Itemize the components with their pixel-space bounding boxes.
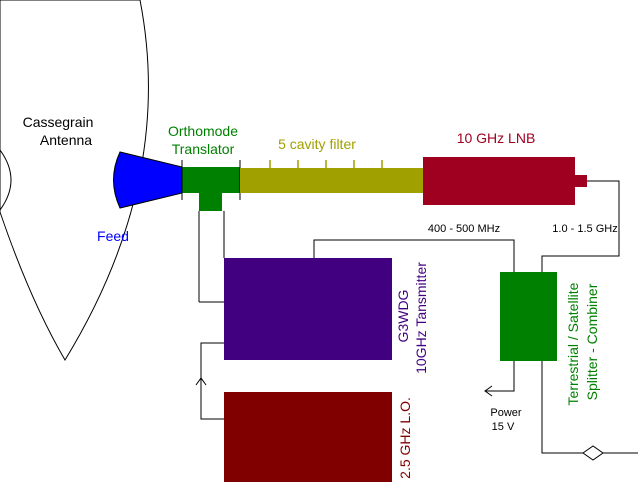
antenna-dish [0, 0, 149, 361]
cavity-filter [240, 168, 423, 193]
combiner-block [500, 272, 557, 361]
filter-label: 5 cavity filter [278, 136, 356, 152]
antenna-label-line2: Antenna [40, 132, 92, 148]
power-label-line2: 15 V [492, 421, 515, 433]
transmitter-label-line1: G3WDG [395, 290, 411, 343]
if-line [313, 239, 515, 272]
omt-label-line2: Translator [172, 141, 235, 157]
output-connector [582, 445, 604, 461]
combiner-label-line1: Terrestrial / Satellite [565, 282, 581, 405]
power-label-line1: Power [490, 407, 522, 419]
lnb-output-line [541, 180, 620, 272]
lnb-connector [575, 175, 587, 187]
power-line [485, 361, 515, 392]
lnb-block [423, 157, 575, 205]
if-band-label: 400 - 500 MHz [428, 223, 500, 235]
omt-label-line1: Orthomode [168, 123, 238, 139]
antenna-subreflector [0, 149, 12, 211]
combiner-output-line [541, 361, 638, 454]
sat-band-label: 1.0 - 1.5 GHz [552, 223, 617, 235]
orthomode-translator-port [199, 193, 222, 211]
lnb-label: 10 GHz LNB [457, 130, 536, 146]
lo-label: 2.5 GHz L.O. [397, 397, 413, 479]
combiner-label-line2: Splitter - Combiner [584, 283, 600, 400]
feed-horn [113, 151, 183, 209]
transmitter-label-line2: 10GHz Tansmitter [413, 262, 429, 374]
lo-line [200, 342, 224, 420]
feed-label: Feed [97, 228, 129, 244]
orthomode-translator [182, 167, 240, 193]
lo-arrow [195, 377, 207, 386]
transmitter-block [224, 258, 392, 360]
antenna-label-line1: Cassegrain [23, 114, 94, 130]
power-arrow [484, 385, 493, 397]
lo-block [224, 392, 392, 482]
